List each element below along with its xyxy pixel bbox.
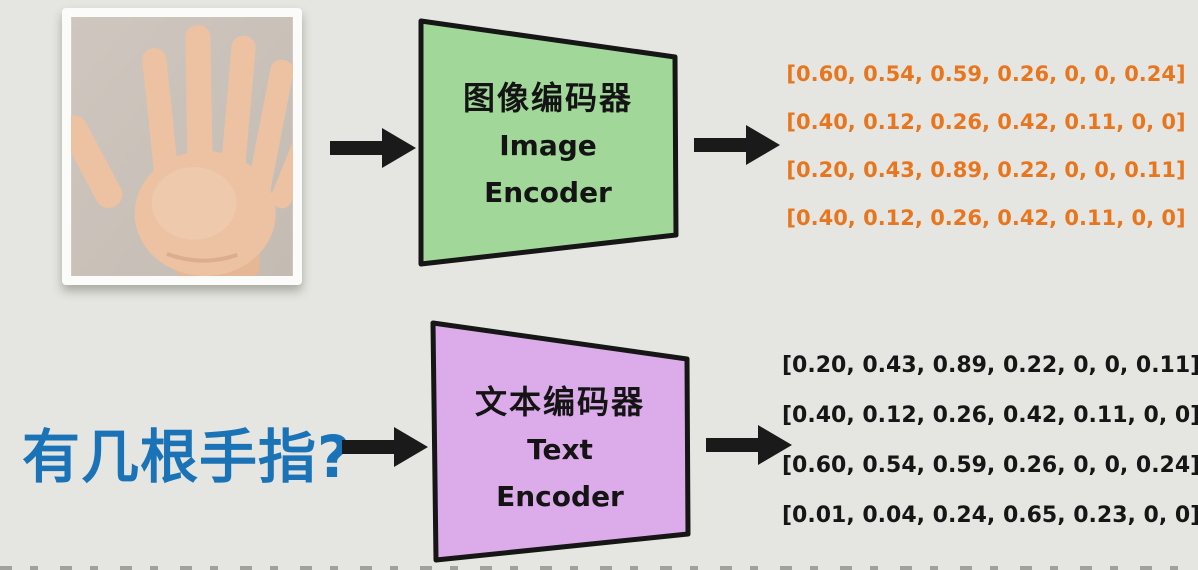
text-encoder-trapezoid [430,320,691,563]
arrow-image-to-encoder-icon [330,128,416,168]
text-embedding-row: [0.01, 0.04, 0.24, 0.65, 0.23, 0, 0] [782,503,1198,528]
text-encoder-label: 文本编码器 Text Encoder [440,378,680,520]
image-embedding-row: [0.40, 0.12, 0.26, 0.42, 0.11, 0, 0] [786,206,1186,230]
image-embedding-row: [0.60, 0.54, 0.59, 0.26, 0, 0, 0.24] [786,62,1186,86]
image-embedding-row: [0.40, 0.12, 0.26, 0.42, 0.11, 0, 0] [786,110,1186,134]
text-encoder-label-zh: 文本编码器 [474,383,645,421]
image-encoder-trapezoid [418,18,679,267]
arrow-encoder-to-text-embeddings-icon [706,425,792,465]
text-encoder-label-en2: Encoder [496,480,624,513]
text-embedding-row: [0.20, 0.43, 0.89, 0.22, 0, 0, 0.11] [782,353,1198,378]
cutoff-subtitle-artifact [0,566,1198,570]
text-encoder-label-en1: Text [527,433,593,466]
image-encoder-label-en2: Encoder [484,176,612,209]
text-embedding-vectors: [0.20, 0.43, 0.89, 0.22, 0, 0, 0.11] [0.… [782,341,1198,541]
image-encoder-label-en1: Image [499,129,597,162]
text-input-question: 有几根手指? [22,423,352,491]
text-embedding-row: [0.40, 0.12, 0.26, 0.42, 0.11, 0, 0] [782,403,1198,428]
image-embedding-row: [0.20, 0.43, 0.89, 0.22, 0, 0, 0.11] [786,158,1186,182]
image-encoder-label: 图像编码器 Image Encoder [428,74,668,216]
text-embedding-row: [0.60, 0.54, 0.59, 0.26, 0, 0, 0.24] [782,453,1198,478]
arrow-encoder-to-image-embeddings-icon [694,125,780,165]
hand-photo-card [62,8,302,285]
hand-photo [71,17,293,276]
image-encoder-label-zh: 图像编码器 [462,79,633,117]
image-embedding-vectors: [0.60, 0.54, 0.59, 0.26, 0, 0, 0.24] [0.… [780,50,1192,242]
text-encoder-box [430,320,691,563]
arrow-question-to-encoder-icon [342,427,428,467]
image-encoder-box [418,18,679,267]
six-finger-hand-illustration [71,17,293,276]
